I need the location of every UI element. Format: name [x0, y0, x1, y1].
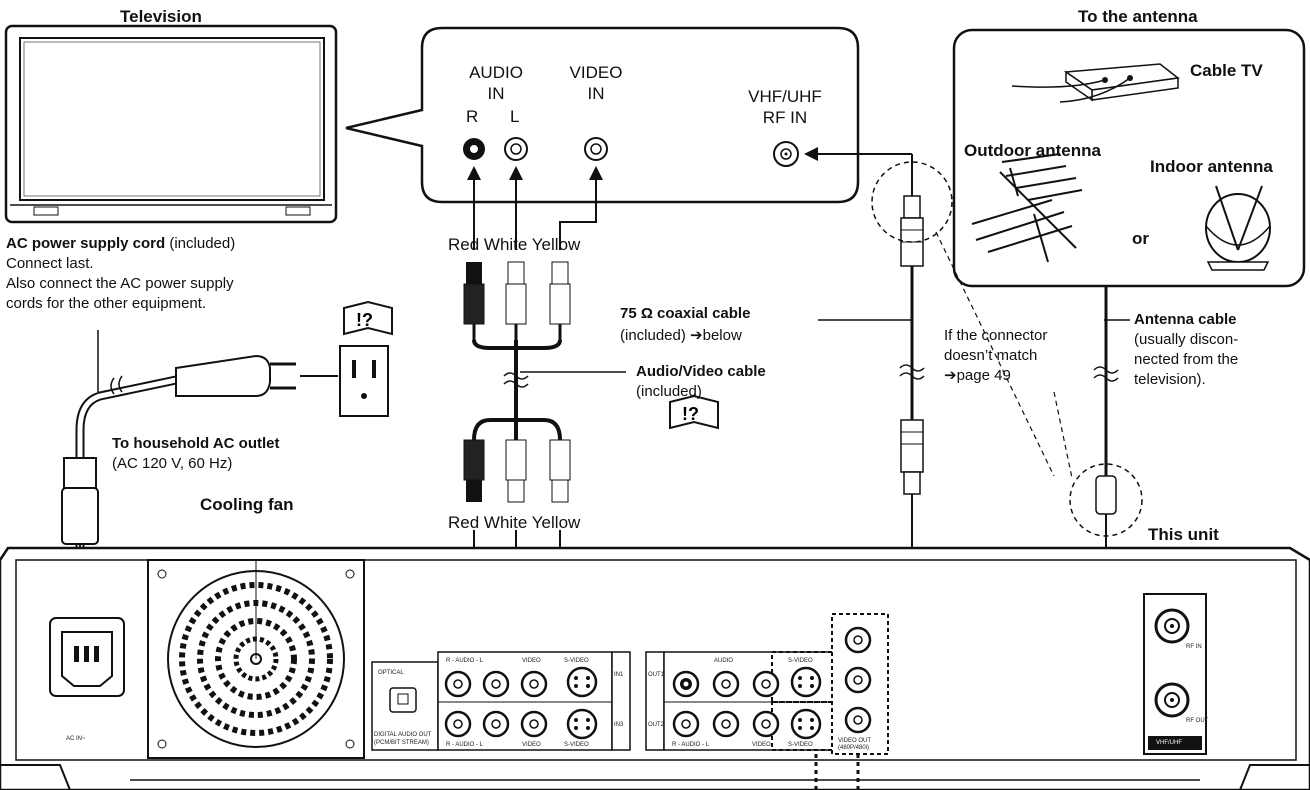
component-label-1: VIDEO OUT: [838, 738, 872, 744]
out1-audio-label: AUDIO: [714, 658, 734, 664]
av-cable-label: Audio/Video cable: [636, 363, 766, 380]
vhf-uhf-rf-in-label: VHF/UHF RF IN: [748, 87, 822, 127]
coax-cable-label: 75 Ω coaxial cable: [620, 305, 751, 322]
ac-cord: [61, 330, 389, 608]
component-label-2: (480P/480i): [838, 745, 870, 751]
cooling-fan-label: Cooling fan: [200, 495, 294, 514]
tv-rf-in-jack: [773, 141, 799, 167]
rf-out-panel-label: RF OUT: [1186, 718, 1209, 724]
svg-text:!?: !?: [682, 404, 699, 424]
outdoor-antenna-label: Outdoor antenna: [964, 141, 1101, 160]
av-cable-note: (included): [636, 383, 702, 400]
tv-audio-r-jack: [463, 138, 485, 160]
out2-video-label: VIDEO: [752, 742, 771, 748]
antenna-cable-label: Antenna cable: [1134, 311, 1237, 328]
unit-rf-in-jack: [1154, 608, 1190, 644]
connector-note-2: doesn’t match: [944, 347, 1038, 364]
input-panel: [371, 651, 631, 751]
cable-tv-box-icon: [1011, 63, 1180, 103]
ac-in-label: AC IN~: [66, 736, 86, 742]
cable-tv-label: Cable TV: [1190, 61, 1263, 80]
video-in-label: VIDEO IN: [569, 63, 623, 103]
also-connect-label-1: Also connect the AC power supply: [6, 275, 234, 292]
outlet-label: To household AC outlet: [112, 435, 280, 452]
antenna-box: [952, 28, 1306, 288]
bottom-red-plug: [463, 439, 485, 502]
indoor-antenna-label: Indoor antenna: [1150, 157, 1273, 176]
bottom-white-plug: [505, 439, 527, 503]
tv-audio-l-jack: [504, 137, 528, 161]
audio-in-label: AUDIO IN: [469, 63, 523, 103]
out2-svideo-label: S-VIDEO: [788, 742, 813, 748]
tv-video-jack: [584, 137, 608, 161]
vhf-uhf-panel-label: VHF/UHF: [1156, 740, 1182, 746]
in1-video-label: VIDEO: [522, 658, 541, 664]
plug-colors-top-label: Red White Yellow: [448, 235, 581, 254]
top-yellow-plug: [549, 261, 571, 340]
outdoor-antenna-icon: [971, 153, 1083, 263]
top-white-plug: [505, 261, 527, 340]
connect-last-label: Connect last.: [6, 255, 94, 272]
connector-note-3: ➔page 49: [944, 367, 1011, 384]
ac-cord-label: AC power supply cord (included): [6, 235, 236, 252]
book-question-icon: !?: [669, 394, 719, 430]
tv-input-callout: [345, 26, 860, 204]
to-antenna-label: To the antenna: [1078, 7, 1198, 26]
out1-svideo-label: S-VIDEO: [788, 658, 813, 664]
in3-audio-label: R - AUDIO - L: [446, 742, 484, 748]
ac-inlet: [49, 617, 125, 697]
connector-note-1: If the connector: [944, 327, 1048, 344]
outlet-note: (AC 120 V, 60 Hz): [112, 455, 233, 472]
svg-text:!?: !?: [356, 310, 373, 330]
or-label: or: [1132, 229, 1149, 248]
bottom-yellow-plug: [549, 439, 571, 503]
optical-label: OPTICAL: [378, 670, 404, 676]
book-question-icon: !?: [343, 300, 393, 336]
output-panel: [645, 613, 889, 790]
in1-audio-label: R - AUDIO - L: [446, 658, 484, 664]
antenna-cable-note-3: television).: [1134, 371, 1206, 388]
unit-rear-panel: [0, 546, 1310, 790]
rf-panel: [1143, 593, 1207, 755]
in3-label: IN3: [614, 722, 624, 728]
cooling-fan-grille: [147, 559, 365, 759]
rf-in-panel-label: RF IN: [1186, 644, 1202, 650]
coax-cable-note: (included) ➔below: [620, 327, 742, 344]
leader-lines: [520, 319, 1130, 373]
in3-video-label: VIDEO: [522, 742, 541, 748]
l-label: L: [510, 107, 520, 126]
top-red-plug: [463, 262, 485, 340]
plug-colors-bottom-label: Red White Yellow: [448, 513, 581, 532]
unit-rf-out-jack: [1154, 682, 1190, 718]
digital-out-label-1: DIGITAL AUDIO OUT: [374, 732, 432, 738]
digital-out-label-2: (PCM/BIT STREAM): [374, 740, 429, 746]
out1-label: OUT1: [648, 672, 665, 678]
this-unit-label: This unit: [1148, 525, 1219, 544]
antenna-cable-note-2: nected from the: [1134, 351, 1239, 368]
antenna-cable-note-1: (usually discon-: [1134, 331, 1239, 348]
also-connect-label-2: cords for the other equipment.: [6, 295, 207, 312]
out2-audio-label: R - AUDIO - L: [672, 742, 710, 748]
in1-label: IN1: [614, 672, 624, 678]
television-icon: [4, 24, 338, 224]
television-label: Television: [120, 7, 202, 26]
indoor-antenna-icon: [1205, 185, 1271, 271]
out2-label: OUT2: [648, 722, 665, 728]
in1-svideo-label: S-VIDEO: [564, 658, 589, 664]
optical-out-jack: [389, 687, 417, 713]
r-label: R: [466, 107, 479, 126]
in3-svideo-label: S-VIDEO: [564, 742, 589, 748]
